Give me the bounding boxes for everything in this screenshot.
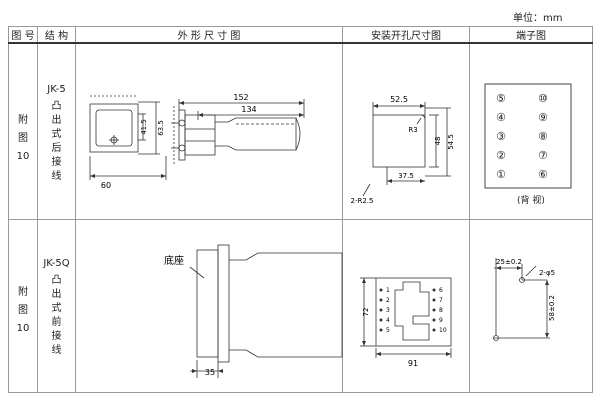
structure-char: 后 bbox=[51, 143, 62, 154]
dim-48: 48 bbox=[434, 137, 442, 146]
dim-54-5: 54.5 bbox=[447, 134, 455, 150]
cutout-num: 7 bbox=[439, 297, 443, 304]
structure-char: 接 bbox=[51, 157, 62, 168]
dim-72: 72 bbox=[362, 307, 370, 316]
header-structure: 结 构 bbox=[37, 26, 76, 44]
cutout-num: 5 bbox=[386, 327, 390, 334]
terminal-drawing-2: 25±0.2 2-φ5 58±0.2 bbox=[493, 257, 556, 341]
outline-drawing-2: 底座 35 bbox=[164, 244, 343, 378]
structure-char: 式 bbox=[51, 129, 62, 140]
structure-char: 凸 bbox=[51, 101, 62, 112]
cutout-cell-2: 1 2 3 4 5 6 7 8 9 10 72 91 bbox=[342, 218, 470, 393]
dim-91: 91 bbox=[408, 359, 418, 368]
row-jk5q: 附 图 10 JK-5Q 凸 出 式 前 接 线 bbox=[8, 218, 593, 393]
outline-drawing-1: 152 134 41.5 63.5 60 bbox=[89, 93, 305, 190]
fig-no-cell-2: 附 图 10 bbox=[8, 218, 38, 393]
cutout-num: 4 bbox=[386, 317, 390, 324]
structure-char: 线 bbox=[51, 344, 62, 356]
terminal-6: ⑥ bbox=[538, 168, 548, 181]
structure-desc-2: 凸 出 式 前 接 线 bbox=[38, 274, 75, 358]
cutout-num: 9 bbox=[439, 317, 443, 324]
terminal-9: ⑨ bbox=[538, 111, 548, 124]
structure-desc-1: 凸 出 式 后 接 线 bbox=[38, 100, 75, 184]
cutout-num: 6 bbox=[439, 287, 443, 294]
fig-char: 附 bbox=[18, 115, 28, 126]
dim-35: 35 bbox=[205, 368, 215, 377]
unit-label: 单位：mm bbox=[513, 13, 563, 24]
cutout-num: 8 bbox=[439, 307, 443, 314]
dim-2-r2-5: 2-R2.5 bbox=[351, 197, 374, 205]
cutout-num: 2 bbox=[386, 297, 390, 304]
outline-cell-2: 底座 35 bbox=[75, 218, 343, 393]
model-name: JK-5 bbox=[47, 84, 66, 95]
model-name: JK-5Q bbox=[43, 257, 70, 269]
cutout-drawing-2: 1 2 3 4 5 6 7 8 9 10 72 91 bbox=[360, 277, 452, 368]
dim-52-5: 52.5 bbox=[390, 95, 408, 104]
header-outline: 外 形 尺 寸 图 bbox=[75, 26, 343, 44]
dim-37-5: 37.5 bbox=[398, 172, 414, 180]
dim-25: 25±0.2 bbox=[496, 258, 522, 266]
structure-char: 前 bbox=[51, 316, 62, 328]
dim-63-5: 63.5 bbox=[157, 120, 165, 136]
cutout-drawing-1: 52.5 R3 48 54.5 37.5 2-R2.5 bbox=[351, 95, 455, 205]
row-jk5: 附 图 10 JK-5 凸 出 式 后 接 线 bbox=[8, 42, 593, 220]
fig-no-cell-1: 附 图 10 bbox=[8, 42, 38, 220]
dim-60: 60 bbox=[101, 181, 111, 190]
fig-char: 10 bbox=[16, 151, 30, 162]
header-terminal: 端子图 bbox=[469, 26, 593, 44]
terminal-8: ⑧ bbox=[538, 130, 548, 143]
fig-char: 图 bbox=[18, 304, 28, 316]
structure-char: 式 bbox=[51, 302, 62, 314]
structure-char: 出 bbox=[51, 288, 62, 300]
header-fig-no: 图 号 bbox=[8, 26, 38, 44]
terminal-2: ② bbox=[496, 149, 506, 162]
terminal-10: ⑩ bbox=[538, 92, 548, 105]
fig-char: 图 bbox=[18, 133, 28, 144]
structure-char: 接 bbox=[51, 330, 62, 342]
header-row: 图 号 结 构 外 形 尺 寸 图 安装开孔尺寸图 端子图 bbox=[8, 26, 593, 44]
terminal-grid: ⑤ ⑩ ④ ⑨ ③ ⑧ ② ⑦ ① ⑥ (背 视) bbox=[470, 44, 592, 219]
terminal-3: ③ bbox=[496, 130, 506, 143]
dim-2-phi5: 2-φ5 bbox=[539, 269, 555, 277]
cutout-num: 1 bbox=[386, 287, 390, 294]
header-cutout: 安装开孔尺寸图 bbox=[342, 26, 470, 44]
cutout-num: 10 bbox=[439, 327, 447, 334]
fig-no-1: 附 图 10 bbox=[9, 114, 37, 164]
terminal-5: ⑤ bbox=[496, 92, 506, 105]
structure-char: 线 bbox=[51, 171, 62, 182]
dim-r3: R3 bbox=[408, 126, 417, 134]
dim-134: 134 bbox=[241, 105, 256, 114]
terminal-4: ④ bbox=[496, 111, 506, 124]
spec-table: 图 号 结 构 外 形 尺 寸 图 安装开孔尺寸图 端子图 附 图 10 JK-… bbox=[8, 26, 593, 393]
dim-152: 152 bbox=[233, 93, 248, 102]
fig-char: 附 bbox=[18, 286, 28, 298]
cutout-cell-1: 52.5 R3 48 54.5 37.5 2-R2.5 bbox=[342, 42, 470, 220]
back-view-note: (背 视) bbox=[517, 196, 545, 206]
terminal-box bbox=[484, 83, 572, 189]
terminal-7: ⑦ bbox=[538, 149, 548, 162]
structure-cell-1: JK-5 凸 出 式 后 接 线 bbox=[37, 42, 76, 220]
outline-cell-1: 152 134 41.5 63.5 60 bbox=[75, 42, 343, 220]
dim-58: 58±0.2 bbox=[548, 295, 556, 321]
fig-char: 10 bbox=[16, 322, 30, 334]
terminal-1: ① bbox=[496, 168, 506, 181]
structure-cell-2: JK-5Q 凸 出 式 前 接 线 bbox=[37, 218, 76, 393]
structure-char: 出 bbox=[51, 115, 62, 126]
terminal-cell-2: 25±0.2 2-φ5 58±0.2 bbox=[469, 218, 593, 393]
terminal-cell-1: ⑤ ⑩ ④ ⑨ ③ ⑧ ② ⑦ ① ⑥ (背 视) bbox=[469, 42, 593, 220]
cutout-num: 3 bbox=[386, 307, 390, 314]
base-label: 底座 bbox=[164, 254, 184, 267]
dim-41-5: 41.5 bbox=[140, 119, 148, 135]
fig-no-2: 附 图 10 bbox=[9, 286, 37, 336]
structure-char: 凸 bbox=[51, 274, 62, 286]
